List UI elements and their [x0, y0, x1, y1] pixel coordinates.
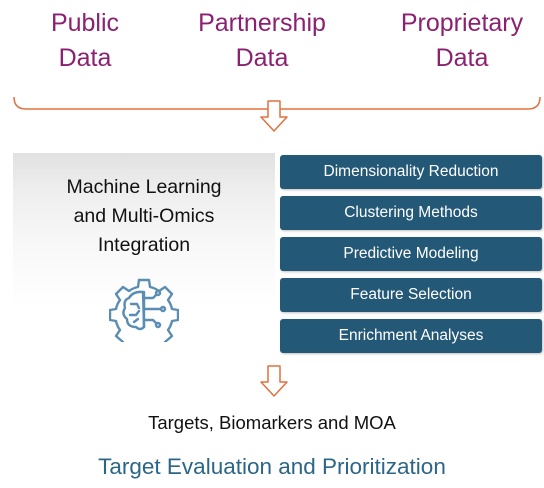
method-dimensionality-reduction: Dimensionality Reduction: [280, 155, 542, 189]
method-clustering-methods: Clustering Methods: [280, 196, 542, 230]
down-arrow-icon: [260, 365, 288, 397]
integration-panel: Machine Learning and Multi-Omics Integra…: [13, 153, 275, 360]
source-label-line2: Data: [58, 44, 112, 72]
source-label-line2: Data: [235, 44, 289, 72]
method-feature-selection: Feature Selection: [280, 278, 542, 312]
final-step-title: Target Evaluation and Prioritization: [98, 454, 446, 479]
integration-line: Integration: [97, 234, 191, 256]
source-label-line1: Partnership: [198, 9, 326, 37]
integration-line: and Multi-Omics: [73, 205, 215, 227]
method-enrichment-analyses: Enrichment Analyses: [280, 319, 542, 353]
outcome-text: Targets, Biomarkers and MOA: [148, 412, 396, 433]
down-arrow-icon: [260, 100, 288, 132]
integration-title: Machine Learning and Multi-Omics Integra…: [13, 173, 275, 260]
source-partnership-data: Partnership Data: [187, 6, 337, 76]
methods-list: Dimensionality Reduction Clustering Meth…: [280, 155, 542, 360]
source-label-line2: Data: [435, 44, 489, 72]
integration-line: Machine Learning: [66, 176, 222, 198]
sources-bracket: [13, 96, 541, 132]
brain-gear-icon: [109, 278, 179, 342]
source-label-line1: Public: [50, 9, 120, 37]
source-public-data: Public Data: [10, 6, 160, 76]
source-label-line1: Proprietary: [400, 9, 524, 37]
method-predictive-modeling: Predictive Modeling: [280, 237, 542, 271]
source-proprietary-data: Proprietary Data: [387, 6, 537, 76]
